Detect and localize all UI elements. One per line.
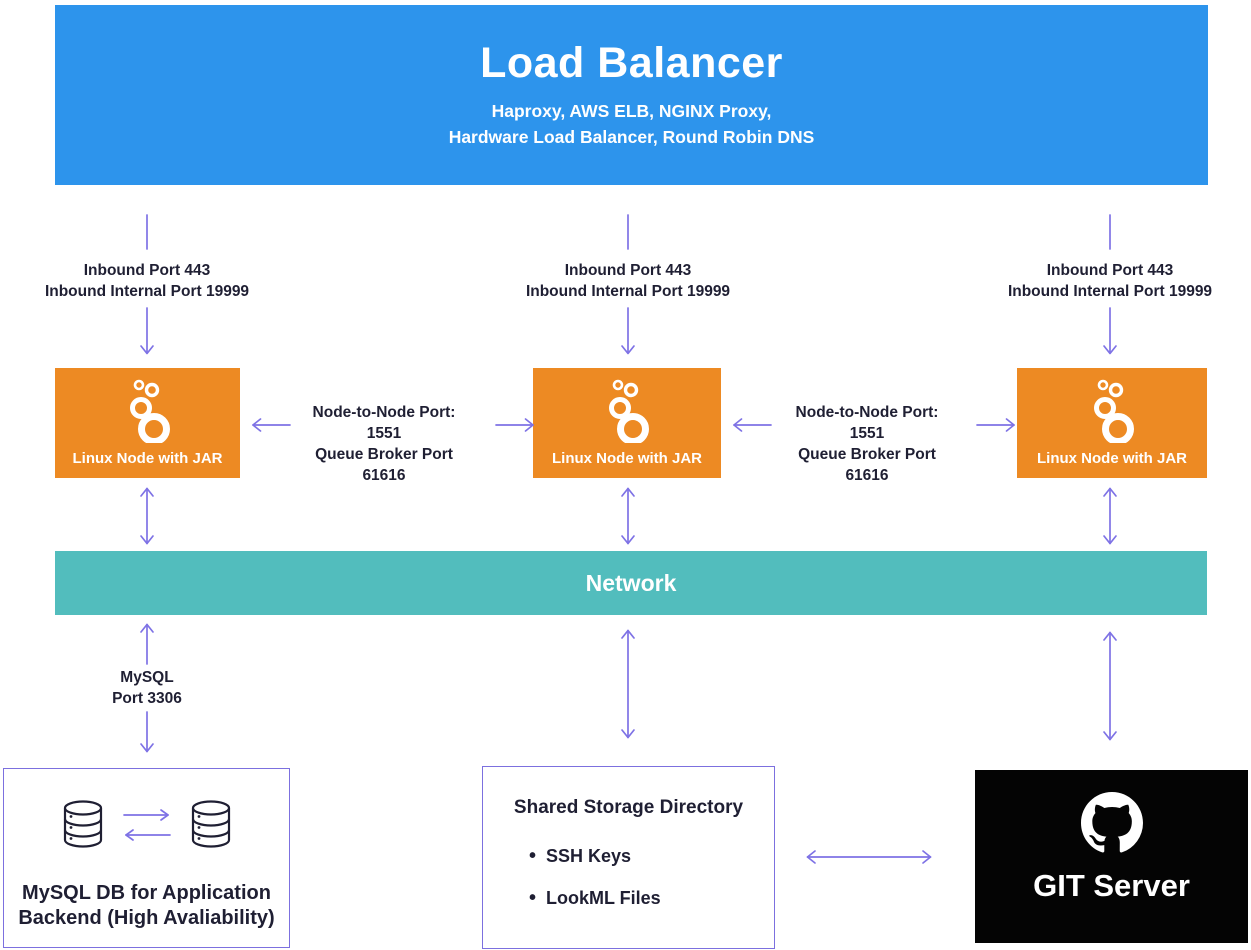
load-balancer-subtitle-line2: Hardware Load Balancer, Round Robin DNS xyxy=(448,126,815,147)
lb-line-left xyxy=(146,214,148,250)
node-link-2-arrow-right xyxy=(976,418,1015,432)
database-icon xyxy=(191,800,230,848)
node-network-arrow-middle xyxy=(621,487,635,545)
network-label: Network xyxy=(585,569,677,596)
mysql-port-label: MySQL Port 3306 xyxy=(67,668,227,709)
node-link-2-line1: Node-to-Node Port: 1551 xyxy=(795,404,939,442)
mysql-port-label-line1: MySQL xyxy=(120,669,174,686)
node-network-arrow-right xyxy=(1103,487,1117,545)
inbound-label-right-line2: Inbound Internal Port 19999 xyxy=(1007,282,1213,300)
load-balancer-subtitle: Haproxy, AWS ELB, NGINX Proxy, Hardware … xyxy=(449,98,815,150)
mysql-db-box: MySQL DB for Application Backend (High A… xyxy=(3,768,290,948)
inbound-label-left-line2: Inbound Internal Port 19999 xyxy=(44,282,250,300)
node-link-2-label: Node-to-Node Port: 1551 Queue Broker Por… xyxy=(777,402,957,486)
network-storage-arrow xyxy=(621,629,635,739)
mysql-replication-graphic xyxy=(4,799,289,851)
load-balancer-box: Load Balancer Haproxy, AWS ELB, NGINX Pr… xyxy=(55,5,1208,185)
git-server-box: GIT Server xyxy=(975,770,1248,943)
lb-line-right xyxy=(1109,214,1111,250)
replicate-right-arrow xyxy=(122,809,169,821)
github-octocat-icon xyxy=(1080,792,1143,853)
network-git-arrow xyxy=(1103,631,1117,741)
looker-icon xyxy=(129,379,170,443)
linux-node-1: Linux Node with JAR xyxy=(55,368,240,478)
mysql-db-caption-line1: MySQL DB for Application xyxy=(22,882,271,904)
node-link-1-line2: Queue Broker Port 61616 xyxy=(315,446,453,484)
node-link-2-line2: Queue Broker Port 61616 xyxy=(798,446,936,484)
lb-arrow-middle xyxy=(621,307,635,355)
lb-arrow-right xyxy=(1103,307,1117,355)
storage-git-arrow xyxy=(806,850,932,864)
node-network-arrow-left xyxy=(140,487,154,545)
inbound-label-right-line1: Inbound Port 443 xyxy=(1046,262,1174,279)
network-bar: Network xyxy=(55,551,1207,615)
lb-line-middle xyxy=(627,214,629,250)
inbound-label-left: Inbound Port 443 Inbound Internal Port 1… xyxy=(17,261,277,302)
shared-storage-title: Shared Storage Directory xyxy=(513,797,744,818)
replicate-left-arrow xyxy=(124,829,171,841)
inbound-label-right: Inbound Port 443 Inbound Internal Port 1… xyxy=(980,261,1240,302)
load-balancer-title: Load Balancer xyxy=(480,39,783,88)
shared-storage-item-lookml-files: LookML Files xyxy=(529,887,661,910)
node-link-1-arrow-right xyxy=(495,418,534,432)
linux-node-3-label: Linux Node with JAR xyxy=(1037,450,1187,467)
inbound-label-left-line1: Inbound Port 443 xyxy=(83,262,211,279)
looker-icon xyxy=(609,379,649,443)
node-link-2-arrow-left xyxy=(733,418,772,432)
shared-storage-item-ssh-keys: SSH Keys xyxy=(529,845,661,868)
looker-icon xyxy=(1094,379,1134,443)
node-link-1-line1: Node-to-Node Port: 1551 xyxy=(312,404,456,442)
mysql-db-caption-line2: Backend (High Avaliability) xyxy=(18,907,275,929)
load-balancer-subtitle-line1: Haproxy, AWS ELB, NGINX Proxy, xyxy=(491,100,772,121)
replication-arrows xyxy=(122,808,171,842)
lb-arrow-left xyxy=(140,307,154,355)
linux-node-3: Linux Node with JAR xyxy=(1017,368,1207,478)
git-server-label: GIT Server xyxy=(1033,868,1190,903)
node-link-1-label: Node-to-Node Port: 1551 Queue Broker Por… xyxy=(294,402,474,486)
linux-node-2-label: Linux Node with JAR xyxy=(552,450,702,467)
mysql-db-caption: MySQL DB for Application Backend (High A… xyxy=(4,881,289,931)
mysql-port-label-line2: Port 3306 xyxy=(112,689,182,707)
network-mysql-arrow-up xyxy=(140,623,154,665)
inbound-label-middle-line2: Inbound Internal Port 19999 xyxy=(525,282,731,300)
database-icon xyxy=(63,800,102,848)
inbound-label-middle-line1: Inbound Port 443 xyxy=(564,262,692,279)
linux-node-1-label: Linux Node with JAR xyxy=(72,450,223,467)
inbound-label-middle: Inbound Port 443 Inbound Internal Port 1… xyxy=(498,261,758,302)
shared-storage-list: SSH Keys LookML Files xyxy=(529,845,661,929)
linux-node-2: Linux Node with JAR xyxy=(533,368,721,478)
shared-storage-box: Shared Storage Directory SSH Keys LookML… xyxy=(482,766,775,949)
network-mysql-arrow-down xyxy=(140,711,154,753)
node-link-1-arrow-left xyxy=(252,418,291,432)
